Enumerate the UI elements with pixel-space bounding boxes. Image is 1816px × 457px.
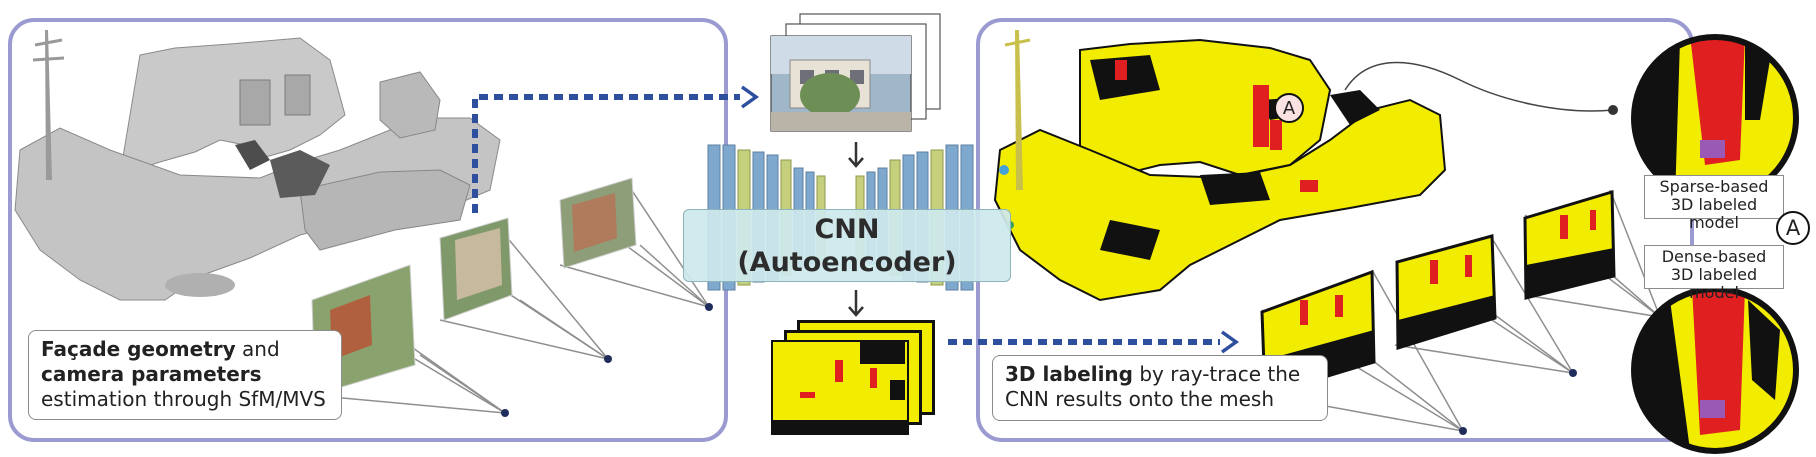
facade-mesh <box>14 30 501 301</box>
labeled-mesh <box>993 30 1447 302</box>
dense-label: Dense-based 3D labeled model <box>1644 245 1784 302</box>
left-caption: Façade geometry and camera parameters es… <box>28 330 342 420</box>
right-caption: 3D labeling by ray-trace the CNN results… <box>992 355 1328 421</box>
cnn-title: CNN <box>814 214 880 245</box>
left-caption-bold-2: camera parameters <box>41 362 262 386</box>
left-caption-bold-1: Façade geometry <box>41 337 236 361</box>
left-caption-text-1: and <box>235 337 280 361</box>
camera-frustums <box>309 179 710 414</box>
leader-line <box>1344 61 1614 112</box>
zoom-marker-a: A <box>1776 211 1810 245</box>
leader-dot <box>1608 105 1618 115</box>
right-caption-text: by ray-trace the CNN results onto the me… <box>1005 362 1301 411</box>
cnn-subtitle: (Autoencoder) <box>737 247 957 278</box>
dense-zoom-circle <box>1631 286 1799 454</box>
right-caption-bold: 3D labeling <box>1005 362 1133 386</box>
mesh-marker-a: A <box>1274 93 1304 123</box>
down-arrows <box>848 142 864 317</box>
sparse-zoom-circle <box>1631 34 1799 202</box>
dotted-arrows <box>472 94 1220 345</box>
input-image-stack <box>770 13 941 132</box>
sparse-label: Sparse-based 3D labeled model <box>1644 175 1784 232</box>
arrow-heads <box>740 85 1240 354</box>
cnn-label-box: CNN (Autoencoder) <box>683 209 1011 282</box>
left-caption-text-2: estimation through SfM/MVS <box>41 387 326 411</box>
camera-centers <box>501 303 713 417</box>
segmentation-stack <box>771 320 935 435</box>
